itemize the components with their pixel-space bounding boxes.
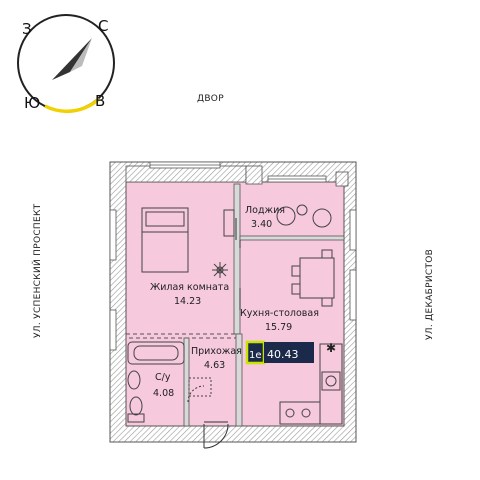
- room-kitchen-area: 15.79: [265, 322, 292, 333]
- compass-north-label: С: [98, 17, 108, 35]
- room-loggia-name: Лоджия: [245, 205, 285, 216]
- compass-sun-arc: [44, 97, 101, 114]
- compass-south-label: Ю: [24, 94, 40, 112]
- compass-needle-north: [52, 38, 92, 80]
- room-living-name: Жилая комната: [150, 282, 229, 293]
- doors: [187, 218, 241, 449]
- apartment-badge: 1е 40.43: [245, 340, 314, 365]
- street-label-left: УЛ. УСПЕНСКИЙ ПРОСПЕКТ: [31, 203, 43, 338]
- apartment-type: 1е: [249, 350, 262, 361]
- toilet: [129, 396, 143, 416]
- plant-icon: [212, 262, 228, 278]
- compass-east-label: В: [95, 92, 105, 110]
- dining-table: [299, 257, 335, 299]
- apartment-total-area: 40.43: [267, 348, 299, 361]
- ventilation-icon: ✱: [326, 341, 336, 355]
- compass-needle-south: [70, 38, 92, 72]
- room-hall-area: 4.63: [204, 360, 225, 371]
- room-living-area: 14.23: [174, 296, 201, 307]
- kitchen-counter: [319, 343, 343, 425]
- room-loggia-area: 3.40: [251, 219, 272, 230]
- room-kitchen-name: Кухня-столовая: [240, 308, 319, 319]
- room-bath-area: 4.08: [153, 388, 174, 399]
- sink: [127, 370, 141, 390]
- street-label-top: ДВОР: [197, 94, 224, 104]
- bathtub: [127, 341, 185, 365]
- bed: [141, 207, 189, 273]
- furniture: [127, 204, 343, 425]
- street-label-right: УЛ. ДЕКАБРИСТОВ: [425, 249, 435, 340]
- compass-west-label: З: [22, 20, 32, 38]
- walls: [109, 161, 357, 443]
- compass: З С Ю В: [17, 14, 115, 114]
- room-bath-name: С/у: [155, 372, 171, 383]
- loggia-chairs: [276, 204, 332, 228]
- room-hall-name: Прихожая: [191, 346, 242, 357]
